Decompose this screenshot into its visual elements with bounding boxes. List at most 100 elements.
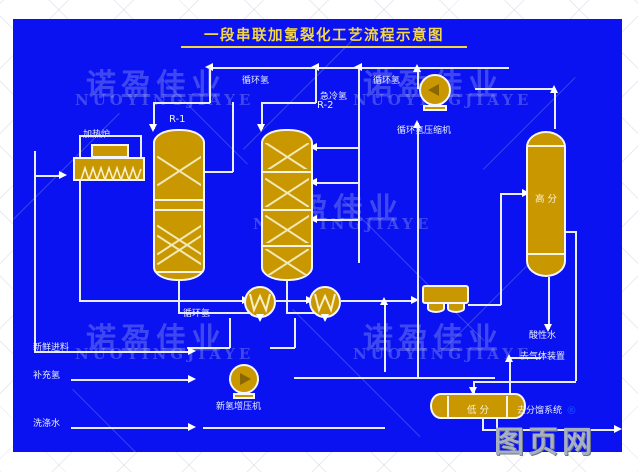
lp-separator[interactable]: 低 分: [430, 393, 526, 419]
arrow-makeup-h2: [188, 375, 196, 383]
label-wash-water: 洗涤水: [33, 419, 61, 429]
arrow-feed-to-furnace: [59, 171, 67, 179]
arrow-wash-water-riser: [380, 297, 388, 305]
hp-separator[interactable]: 高 分: [526, 131, 566, 277]
pipe-wash-water-riser: [384, 300, 386, 372]
furnace-stack: [91, 144, 129, 158]
pipe-lp-gas-v: [482, 418, 484, 430]
pipe-compr-discharge-v: [417, 67, 419, 89]
r2-bed-2: [265, 177, 309, 207]
pipe-quench-branch-3: [313, 219, 359, 221]
arrow-hp-gas-out: [550, 85, 558, 93]
pipe-sour-water-v: [548, 277, 550, 329]
pipe-fresh-feed: [71, 351, 191, 353]
reactor-r2[interactable]: [261, 129, 313, 281]
recycle-compressor-label: 循环氢压缩机: [397, 126, 452, 136]
air-cooler-fan-1: [427, 304, 445, 313]
pipe-hp-gas-out-v: [554, 89, 556, 129]
arrow-to-gas-unit: [614, 425, 622, 433]
heat-exchanger-2[interactable]: [309, 286, 341, 318]
reactor-r1-tag: R-1: [169, 114, 186, 125]
arrow-lp-inlet: [469, 387, 477, 395]
exchanger-w-icon: [314, 293, 336, 314]
pipe-bottom-recycle-riser: [79, 135, 81, 301]
lp-separator-tag: 低 分: [466, 405, 490, 416]
pipe-hx1-drain-h: [187, 347, 230, 349]
pipe-quench-branch-1: [313, 147, 359, 149]
pipe-makeup-h2-run: [294, 377, 495, 379]
compressor-arrow-icon: [428, 84, 439, 96]
label-fresh-feed: 新鲜进料: [33, 343, 70, 353]
pipe-r1-inlet-drop: [153, 102, 155, 129]
r2-bedline-1: [263, 171, 311, 173]
r1-bedline-2: [155, 209, 203, 211]
pipe-feed-riser: [34, 151, 36, 351]
arrow-hx2-drain: [321, 314, 329, 322]
pipe-bottom-recycle-header: [79, 300, 219, 302]
pipe-to-frac-riser: [509, 357, 511, 417]
lp-sep-baffle-left: [447, 396, 449, 418]
exchanger-w-icon: [249, 293, 271, 314]
makeup-compressor-label: 新氢增压机: [216, 402, 262, 412]
makeup-h2-compressor[interactable]: [229, 364, 259, 394]
pipe-makeup-h2: [71, 379, 191, 381]
site-watermark: 图页网: [494, 425, 596, 460]
reactor-r1[interactable]: [153, 129, 205, 281]
arrow-r2-inlet: [257, 124, 265, 132]
pipe-hx2-drain-h: [270, 347, 295, 349]
pipe-cooler-out-riser: [500, 193, 502, 305]
r2-bed-1: [265, 143, 309, 169]
watermark-diagonal: [292, 309, 421, 437]
r1-bed-1: [157, 145, 201, 195]
r2-bed-4: [265, 249, 309, 275]
reactor-r2-tag: R-2: [317, 100, 334, 111]
pipe-furnace-top-h: [79, 135, 141, 137]
r1-bedline-1: [155, 199, 203, 201]
recycle-h2-compressor[interactable]: [419, 74, 451, 106]
watermark-en: NUOYINGJIAYE: [75, 91, 255, 109]
pipe-to-r2-inlet-v: [315, 67, 317, 103]
air-cooler-fan-2: [447, 304, 465, 313]
arrow-r1-inlet: [149, 124, 157, 132]
arrow-makeup-h2-riser: [413, 120, 421, 128]
pipe-lp-liq-v: [496, 418, 498, 432]
label-to-fractionation: 去分馏系统: [517, 406, 563, 416]
compressor-arrow-icon: [240, 373, 251, 385]
arrow-hx2-to-cooler: [411, 296, 419, 304]
r2-bed-3: [265, 215, 309, 243]
pipe-wash-water-run1: [71, 427, 191, 429]
arrow-fresh-feed: [188, 347, 196, 355]
furnace-body[interactable]: [73, 157, 145, 181]
pipe-r1-side-riser: [232, 102, 234, 172]
label-to-gas-unit: 去气体装置: [520, 352, 566, 362]
pipe-to-r1-inlet-h: [153, 102, 210, 104]
arrow-to-frac: [505, 354, 513, 362]
r2-bedline-3: [263, 245, 311, 247]
arrow-quench-branch-1: [309, 143, 317, 151]
pipe-hx1-drain-v: [229, 318, 231, 348]
arrow-hx1-drain: [256, 314, 264, 322]
pipe-feed-to-furnace: [34, 175, 62, 177]
pipe-r2-outlet-h: [286, 312, 330, 314]
label-sour-water: 酸性水: [529, 331, 557, 341]
air-cooler-body[interactable]: [422, 285, 469, 304]
pipe-r1-outlet-h: [178, 312, 253, 314]
label-quench-h2: 急冷氢: [320, 92, 348, 102]
makeup-h2-compressor-base: [233, 393, 255, 399]
hp-sep-line-bottom: [528, 253, 564, 255]
pipe-r2-inlet-drop: [261, 102, 263, 129]
pipe-to-gas-unit: [482, 429, 617, 431]
arrow-quench-branch-3: [309, 215, 317, 223]
pipe-cooler-out-h: [468, 304, 501, 306]
recycle-h2-compressor-base: [423, 105, 447, 111]
furnace-label: 加热炉: [83, 130, 111, 140]
lp-sep-baffle-right: [506, 396, 508, 418]
arrow-compr-discharge: [413, 64, 421, 72]
pipe-wash-water-run2: [203, 427, 385, 429]
pipe-to-r1-inlet-v: [209, 67, 211, 103]
pipe-hx2-to-cooler: [341, 300, 414, 302]
pipe-hx1-inlet: [218, 300, 244, 302]
r2-bedline-2: [263, 209, 311, 211]
label-recycle-h2-top-right: 循环氢: [373, 76, 401, 86]
